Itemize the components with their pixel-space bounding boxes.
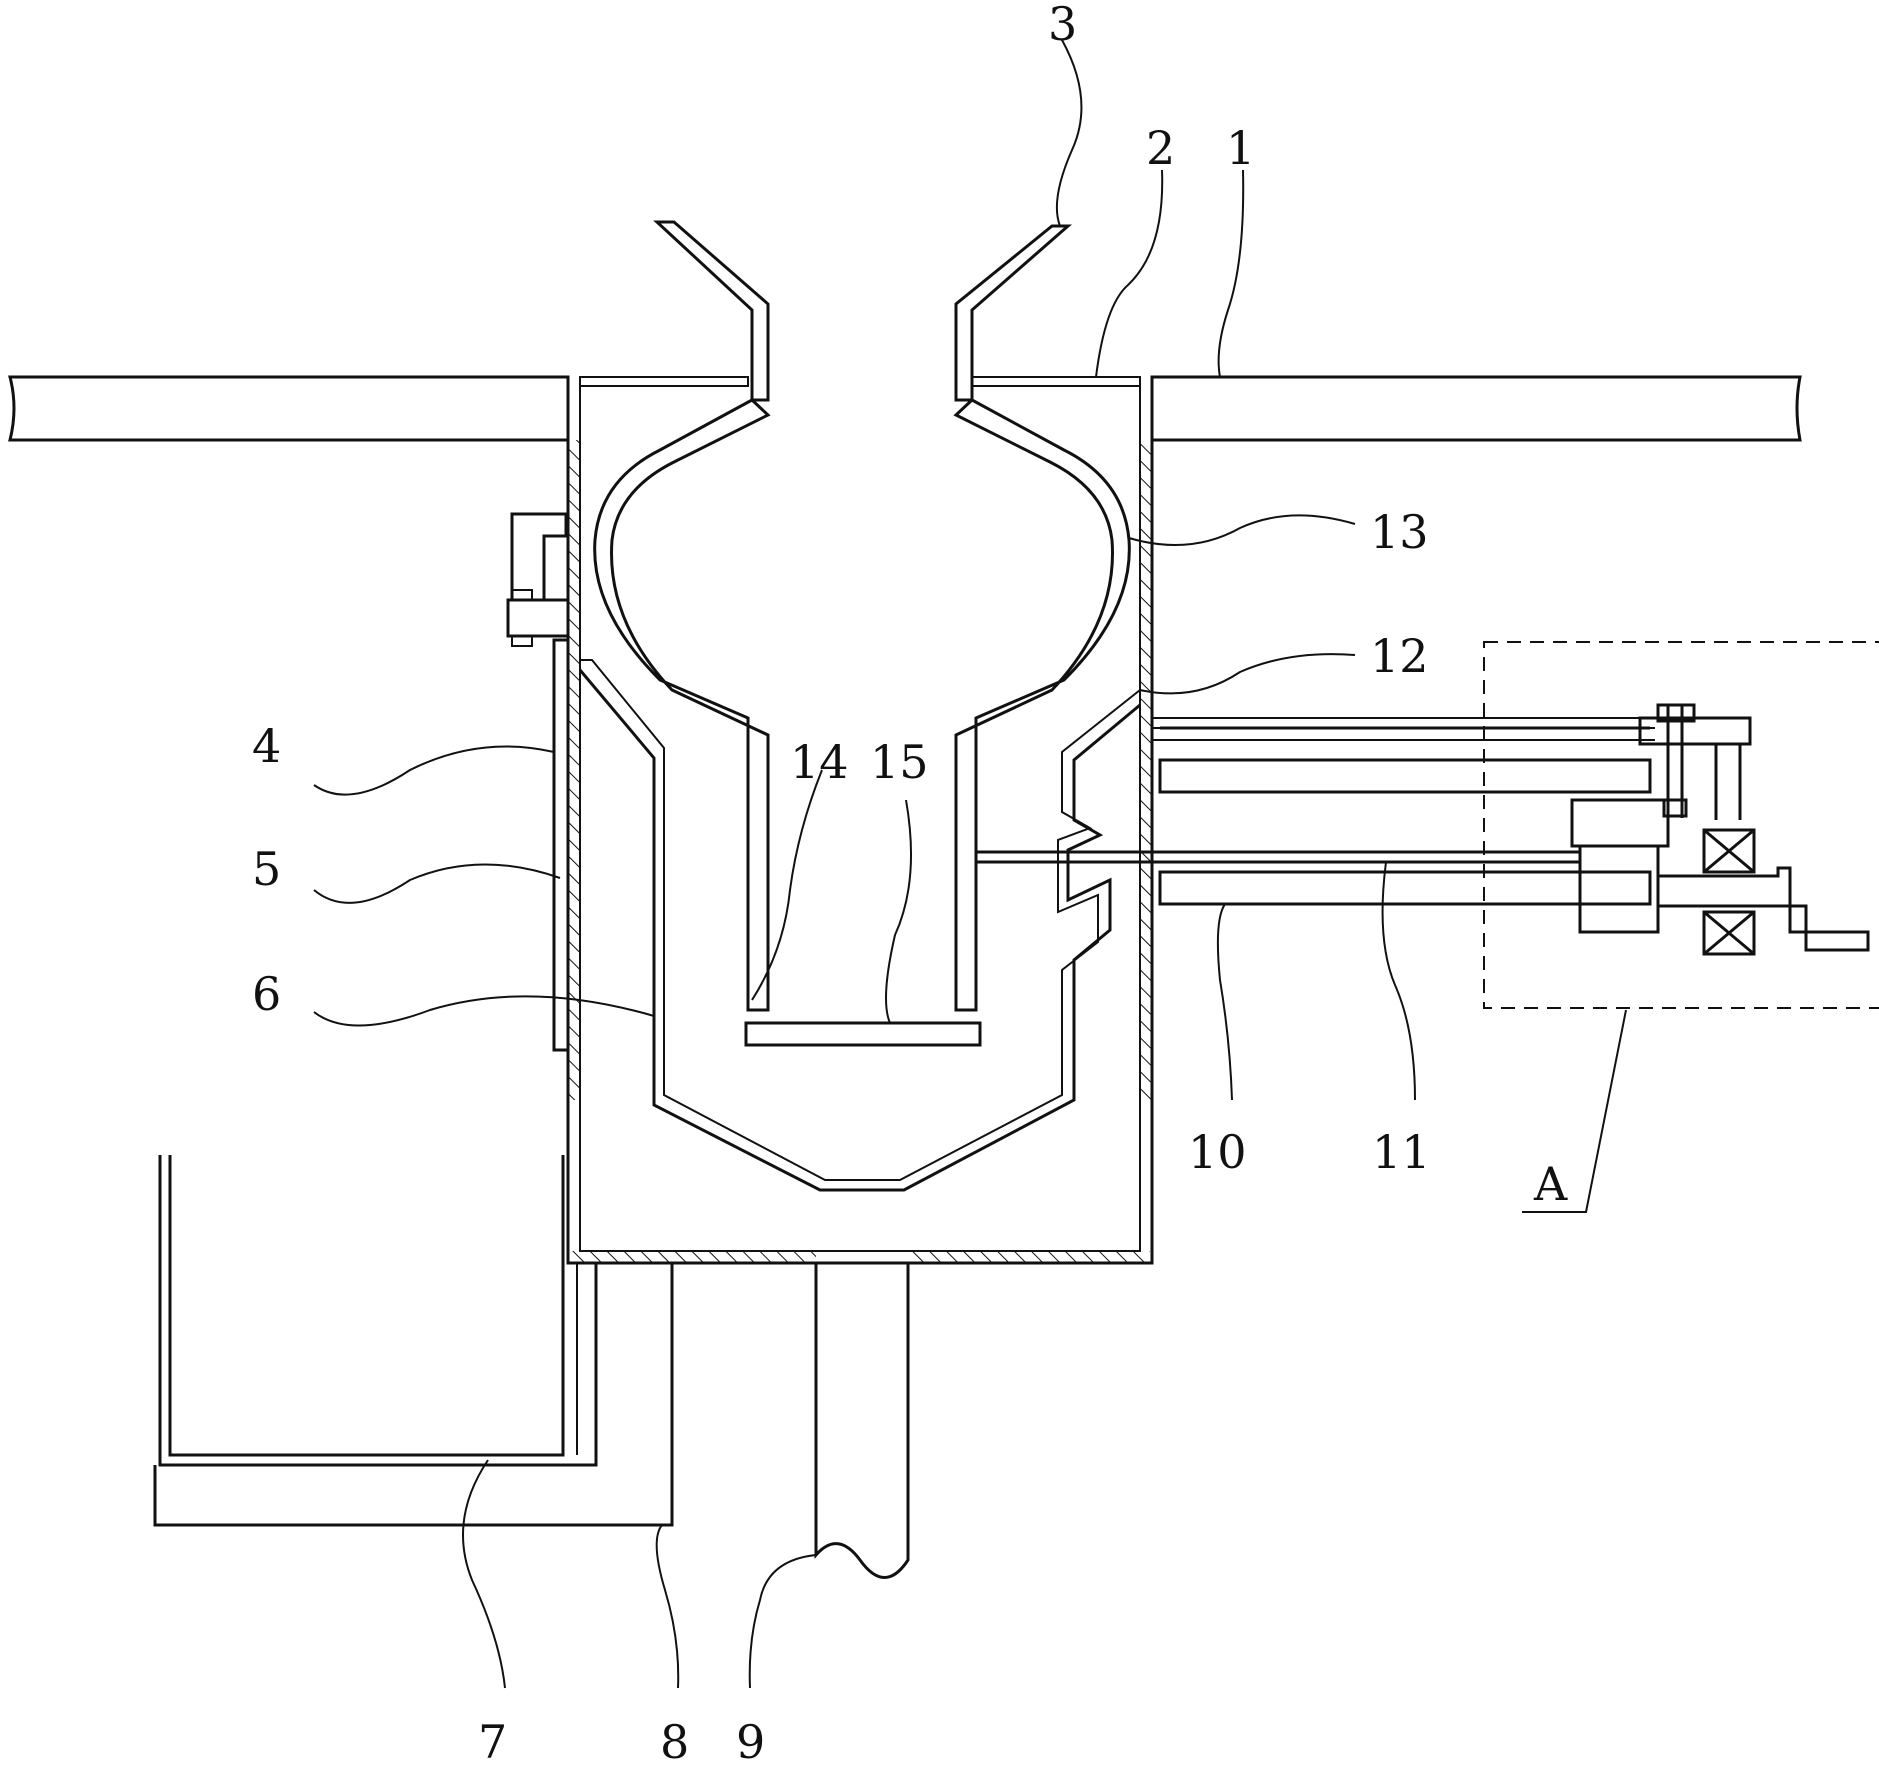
label-9: 9	[736, 1715, 765, 1767]
label-a: A	[1533, 1157, 1568, 1211]
collection-box	[158, 1155, 598, 1467]
floor-slab	[8, 375, 1802, 442]
label-13: 13	[1370, 505, 1429, 559]
label-2: 2	[1146, 121, 1175, 175]
outlet-pipe	[814, 1263, 910, 1579]
elastic-liner	[593, 398, 1131, 1012]
detail-box-a	[1483, 641, 1879, 1213]
label-8: 8	[660, 1715, 689, 1767]
label-11: 11	[1372, 1125, 1431, 1179]
label-1: 1	[1226, 121, 1255, 175]
label-10: 10	[1188, 1125, 1247, 1179]
label-12: 12	[1370, 629, 1429, 683]
leader-lines	[313, 39, 1416, 1689]
label-5: 5	[252, 842, 281, 896]
label-4: 4	[252, 719, 281, 773]
inner-cup	[744, 1021, 982, 1047]
label-7: 7	[478, 1715, 507, 1767]
label-14: 14	[790, 735, 849, 789]
label-15: 15	[870, 735, 929, 789]
label-3: 3	[1048, 0, 1077, 51]
label-6: 6	[252, 967, 281, 1021]
side-valve	[506, 512, 570, 1052]
support-bracket	[153, 1263, 674, 1527]
outer-housing	[566, 376, 1154, 1265]
right-mechanism	[976, 703, 1870, 956]
part-labels: 3 2 1 13 12 4 14 15 5 6 10 11 A 7 8 9	[252, 0, 1568, 1769]
inner-vessel	[578, 659, 1141, 1192]
guide-funnel	[653, 220, 1072, 402]
